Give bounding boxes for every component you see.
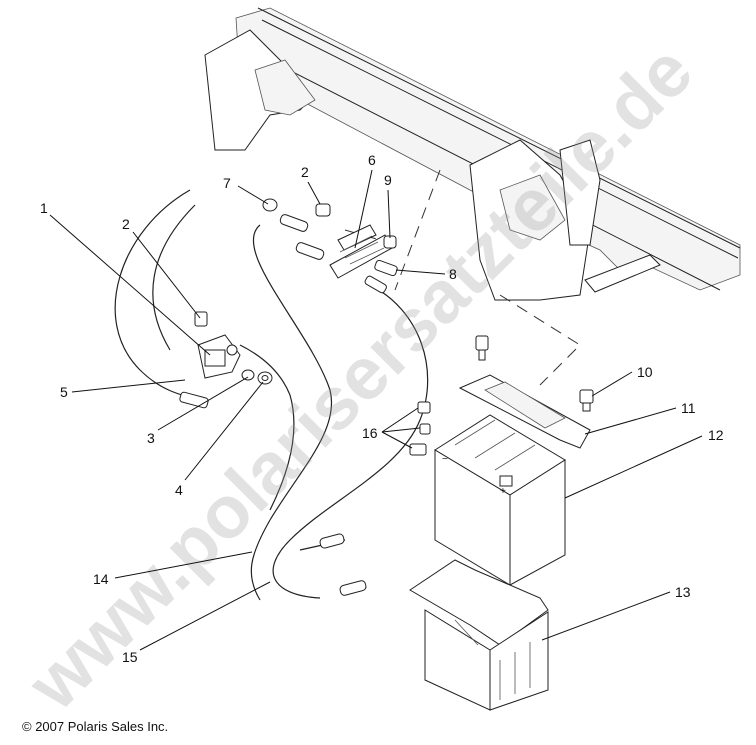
bolt-7-shaft [279, 214, 325, 260]
battery-12: − + [434, 414, 566, 586]
grommet-7 [262, 198, 278, 212]
callout-labels: 1 2 2 3 4 5 6 7 8 9 10 11 12 13 14 15 16 [40, 152, 724, 665]
bolt-bracket [475, 335, 489, 361]
battery-plus-label: + [500, 486, 506, 497]
callout-2-top: 2 [301, 164, 309, 180]
watermark: www.polarisersatzteile.de [11, 29, 708, 726]
callout-16: 16 [362, 425, 378, 441]
guide-lines [344, 169, 581, 386]
harness-5 [114, 189, 209, 409]
callout-11: 11 [681, 400, 696, 416]
callout-9: 9 [384, 172, 392, 188]
solenoid-1 [197, 334, 241, 379]
cable-14 [239, 224, 346, 601]
leader-lines [49, 169, 703, 651]
nut-4 [257, 371, 273, 385]
callout-8: 8 [449, 266, 457, 282]
battery-minus-label: − [442, 454, 448, 465]
callout-6: 6 [368, 152, 376, 168]
callout-14: 14 [93, 571, 109, 587]
bolt-2-top [315, 203, 331, 217]
callout-13: 13 [675, 584, 691, 600]
cable-15 [272, 275, 429, 599]
copyright-text: © 2007 Polaris Sales Inc. [22, 719, 169, 734]
battery-box-13 [409, 559, 549, 711]
bolt-10 [579, 389, 594, 412]
washer-3 [241, 369, 255, 381]
callout-7: 7 [223, 175, 231, 191]
callout-2-left: 2 [122, 216, 130, 232]
clip-8 [374, 259, 398, 277]
hardware-16 [409, 401, 431, 456]
bracket-11 [458, 374, 591, 449]
callout-3: 3 [147, 430, 155, 446]
callout-1: 1 [40, 200, 48, 216]
frame-rail [204, 7, 741, 301]
callout-10: 10 [637, 364, 653, 380]
callout-4: 4 [175, 482, 183, 498]
callout-12: 12 [708, 427, 724, 443]
callout-5: 5 [60, 384, 68, 400]
callout-15: 15 [122, 649, 138, 665]
